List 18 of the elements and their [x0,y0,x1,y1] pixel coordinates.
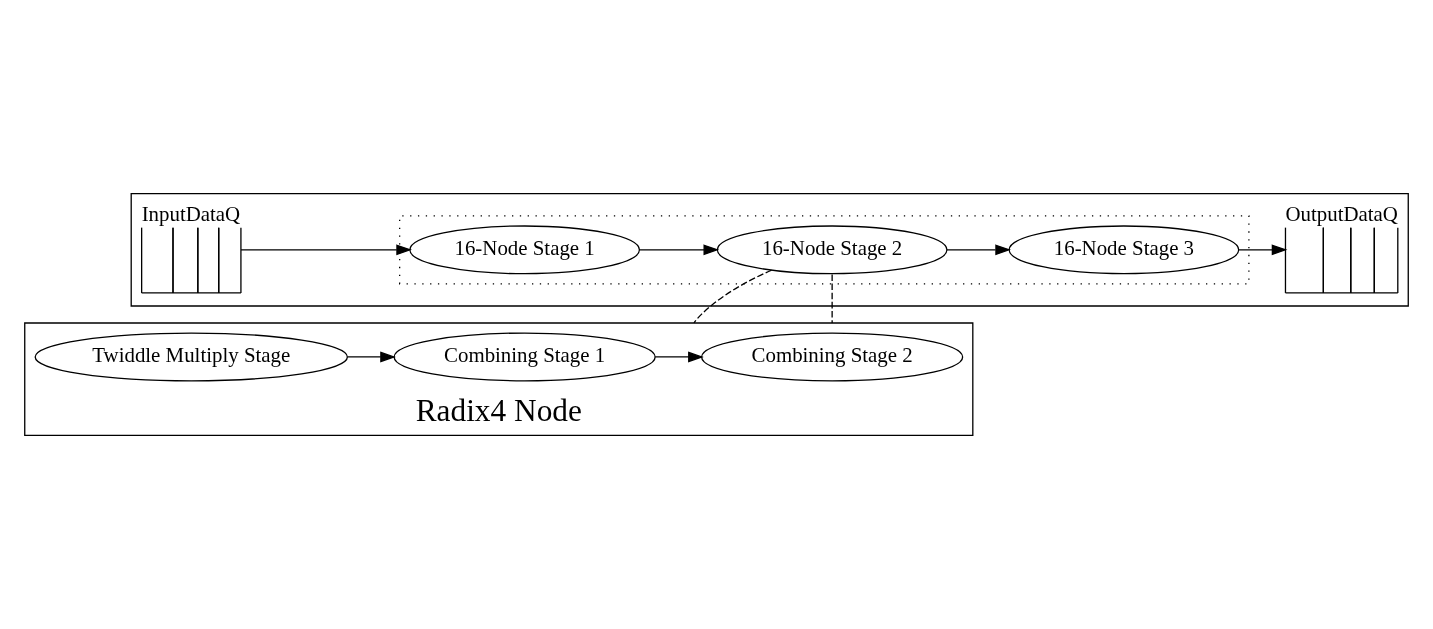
arrow [654,351,704,363]
cluster [130,193,1409,307]
arrow [240,244,412,256]
connector [831,273,833,324]
arrow [347,351,396,363]
arrow [946,244,1011,256]
arrow [1238,244,1288,256]
cluster [399,215,1250,285]
node-ellipse: 16-Node Stage 3 [1008,225,1240,275]
node-ellipse: 16-Node Stage 2 [716,225,948,275]
node-text: OutputDataQ [1285,201,1398,226]
node-ellipse: Combining Stage 2 [701,332,964,382]
connector [693,269,773,324]
node-ellipse: Combining Stage 1 [393,332,656,382]
node-ellipse: 16-Node Stage 1 [409,225,641,275]
node-ellipse: Twiddle Multiply Stage [34,332,349,382]
arrow [638,244,720,256]
node-text: InputDataQ [141,201,241,226]
